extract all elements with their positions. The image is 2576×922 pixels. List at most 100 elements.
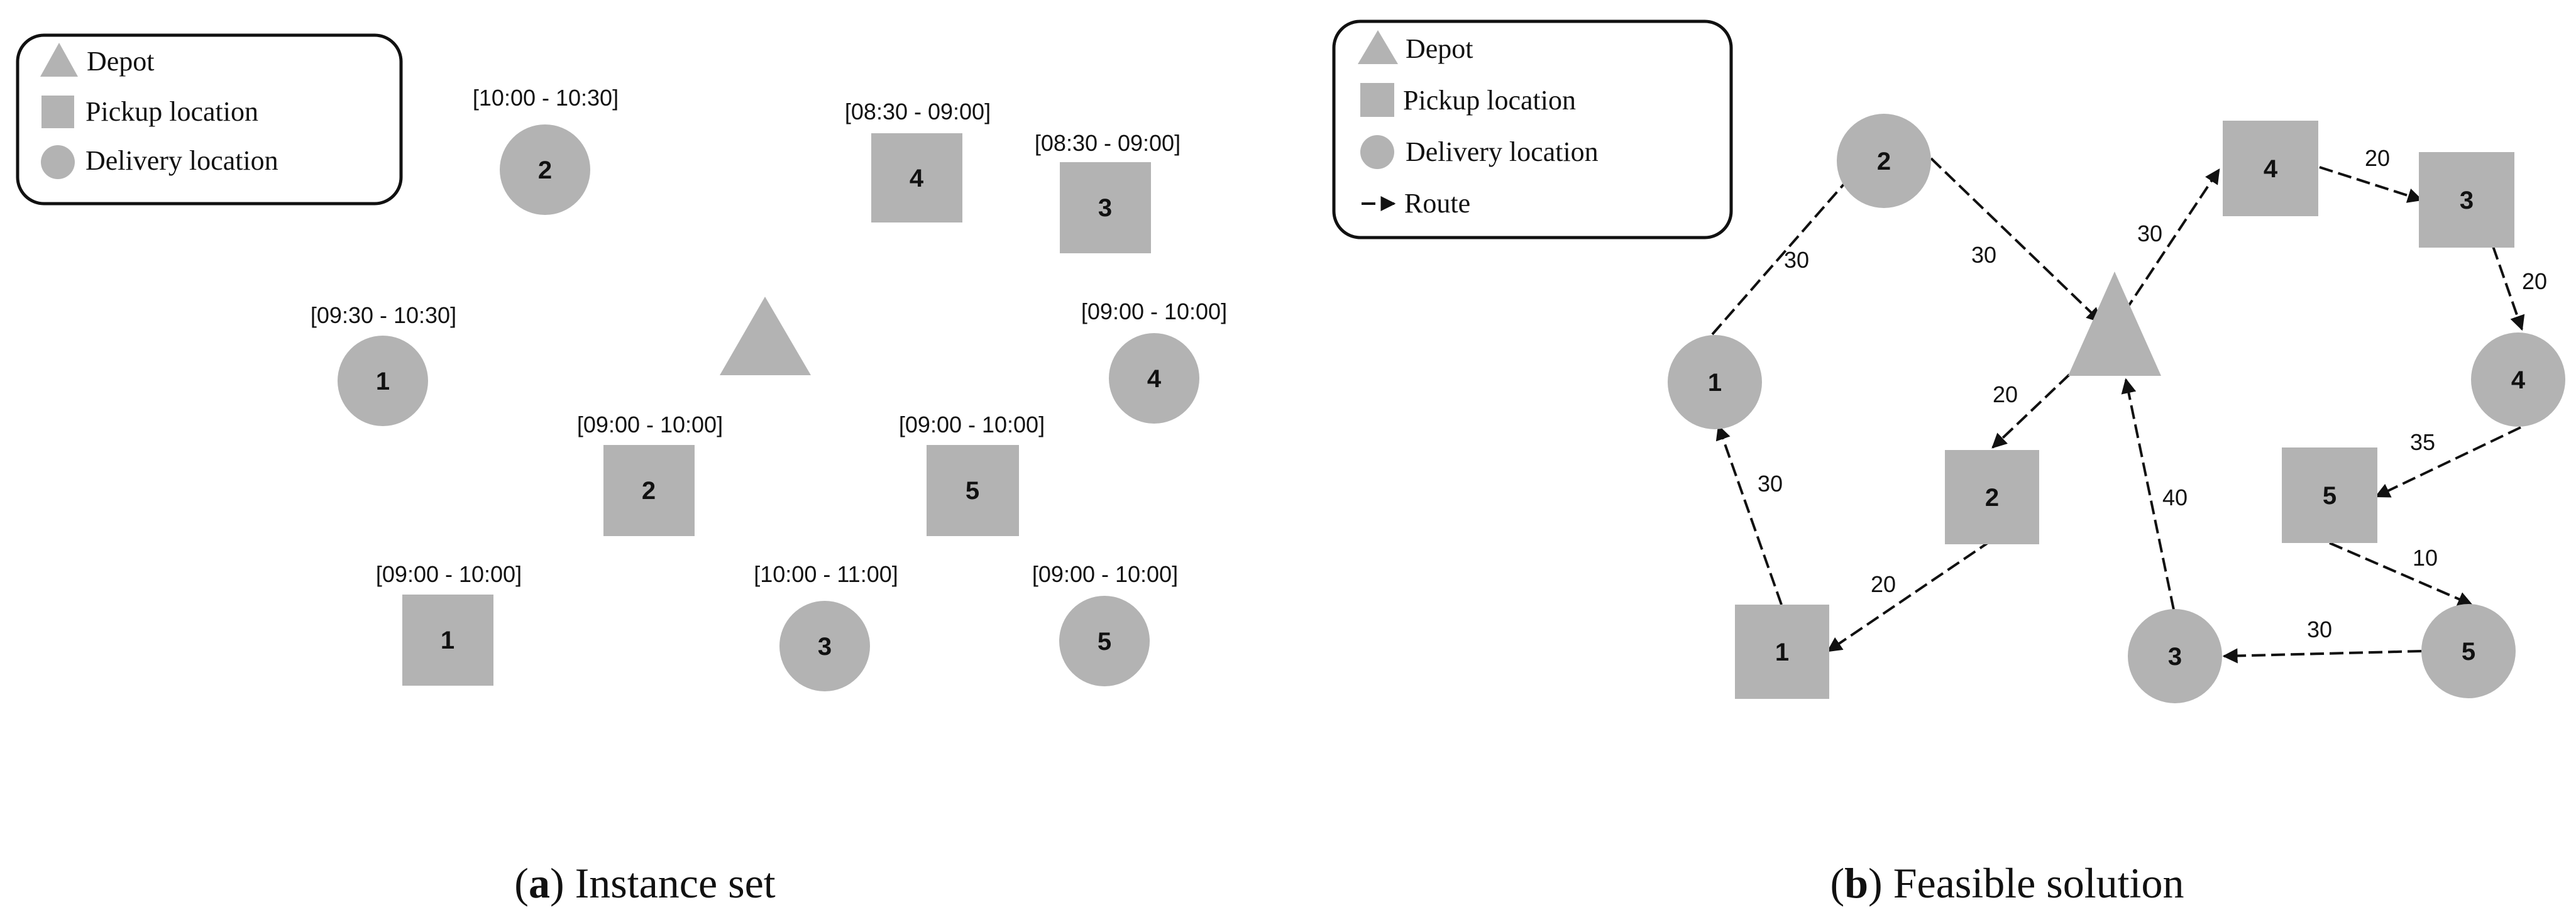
node-label: 2 (1985, 484, 1999, 512)
solution-node: 5 (2282, 447, 2377, 543)
route-edge (2222, 648, 2422, 664)
legend-a: Depot Pickup location Delivery location (16, 33, 403, 206)
edge-weight: 40 (2162, 485, 2188, 510)
caption-b-letter: b (1844, 859, 1868, 907)
depot-node (2068, 272, 2161, 376)
instance-node: [09:00 - 10:00] 5 (899, 412, 1045, 536)
caption-b: (b) Feasible solution (1830, 859, 2184, 907)
time-window: [09:00 - 10:00] (1032, 561, 1178, 587)
route-edge (2121, 378, 2175, 610)
legend-b-box (1332, 19, 1733, 239)
time-window: [09:00 - 10:00] (899, 412, 1045, 437)
delivery-node (1109, 333, 1199, 424)
pickup-node (1060, 162, 1151, 253)
delivery-node (1837, 114, 1931, 208)
solution-node: 4 (2471, 332, 2565, 427)
edge-weight: 20 (2522, 268, 2547, 294)
panel-a: Depot Pickup location Delivery location … (16, 33, 1227, 907)
edge-weight: 10 (2413, 545, 2438, 571)
depot-icon (1358, 30, 1398, 64)
node-label: 1 (376, 368, 390, 395)
solution-node: 3 (2128, 609, 2222, 703)
instance-node: [10:00 - 10:30] 2 (473, 85, 619, 215)
legend-b: Depot Pickup location Delivery location … (1332, 19, 1733, 239)
route-edge (2123, 168, 2220, 313)
route-edge (1930, 157, 2102, 323)
legend-b-route-label: Route (1404, 188, 1470, 219)
pickup-node (2282, 447, 2377, 543)
solution-node: 5 (2421, 604, 2516, 698)
caption-a-letter: a (529, 859, 550, 907)
node-label: 1 (441, 627, 454, 654)
pickup-node (603, 445, 695, 536)
time-window: [10:00 - 10:30] (473, 85, 619, 111)
delivery-node (338, 336, 428, 426)
pickup-node (2223, 121, 2318, 216)
panel-b: Depot Pickup location Delivery location … (1332, 19, 2565, 907)
time-window: [09:00 - 10:00] (577, 412, 723, 437)
caption-a-text: Instance set (564, 859, 776, 907)
node-label: 1 (1775, 639, 1789, 666)
node-label: 2 (642, 477, 656, 505)
node-label: 2 (1877, 148, 1891, 175)
instance-node: [08:30 - 09:00] 4 (845, 99, 991, 222)
node-label: 3 (818, 633, 832, 661)
solution-node: 1 (1735, 605, 1829, 699)
node-label: 2 (538, 156, 552, 184)
node-label: 5 (2462, 638, 2475, 666)
solution-node: 3 (2419, 152, 2514, 248)
time-window: [09:00 - 10:00] (376, 561, 522, 587)
edge-weight: 30 (1971, 242, 1996, 268)
solution-node: 2 (1945, 450, 2039, 544)
edge-weight: 30 (2137, 221, 2162, 246)
time-window: [09:00 - 10:00] (1081, 299, 1227, 324)
legend-a-pickup-label: Pickup location (85, 96, 258, 127)
delivery-node (2471, 332, 2565, 427)
time-window: [10:00 - 11:00] (754, 561, 898, 587)
instance-node: [09:30 - 10:30] 1 (311, 302, 456, 426)
instance-node: [09:00 - 10:00] 1 (376, 561, 522, 686)
node-label: 3 (1098, 194, 1112, 222)
node-label: 5 (2323, 482, 2337, 510)
pickup-node (1735, 605, 1829, 699)
node-label: 5 (1098, 628, 1111, 656)
solution-node: 1 (1668, 335, 1762, 429)
edge-weight: 30 (2307, 617, 2332, 642)
solution-node: 4 (2223, 121, 2318, 216)
instance-node: [09:00 - 10:00] 4 (1081, 299, 1227, 424)
node-label: 3 (2460, 187, 2474, 214)
edge-weight: 30 (1758, 471, 1783, 497)
node-label: 5 (966, 477, 979, 505)
edge-weight: 20 (1871, 571, 1896, 597)
node-label: 4 (910, 165, 924, 192)
delivery-node (779, 601, 870, 691)
delivery-node (1668, 335, 1762, 429)
legend-a-delivery-label: Delivery location (85, 145, 278, 176)
pickup-node (927, 445, 1019, 536)
instance-node: [09:00 - 10:00] 5 (1032, 561, 1178, 686)
edge-weights: 20 20 30 30 30 30 20 20 35 10 30 40 (1758, 145, 2547, 642)
delivery-icon (1360, 135, 1394, 169)
delivery-node (500, 124, 590, 215)
route-edge (2374, 426, 2521, 498)
route-edges (1711, 141, 2525, 664)
node-label: 3 (2168, 643, 2182, 671)
pickup-node (402, 595, 493, 686)
route-edge (2492, 246, 2525, 331)
pickup-icon (41, 96, 74, 128)
caption-b-text: Feasible solution (1883, 859, 2184, 907)
time-window: [08:30 - 09:00] (1035, 130, 1181, 156)
instance-node: [09:00 - 10:00] 2 (577, 412, 723, 536)
instance-node: [10:00 - 11:00] 3 (754, 561, 898, 691)
depot-node (720, 297, 811, 375)
pickup-icon (1360, 83, 1394, 117)
legend-b-delivery-label: Delivery location (1406, 136, 1599, 167)
delivery-node (2421, 604, 2516, 698)
pickup-node (871, 133, 962, 222)
route-edge (2319, 166, 2423, 203)
route-edge (1991, 373, 2071, 449)
time-window: [09:30 - 10:30] (311, 302, 456, 328)
edge-weight: 30 (1784, 247, 1809, 273)
node-label: 4 (1147, 365, 1162, 393)
